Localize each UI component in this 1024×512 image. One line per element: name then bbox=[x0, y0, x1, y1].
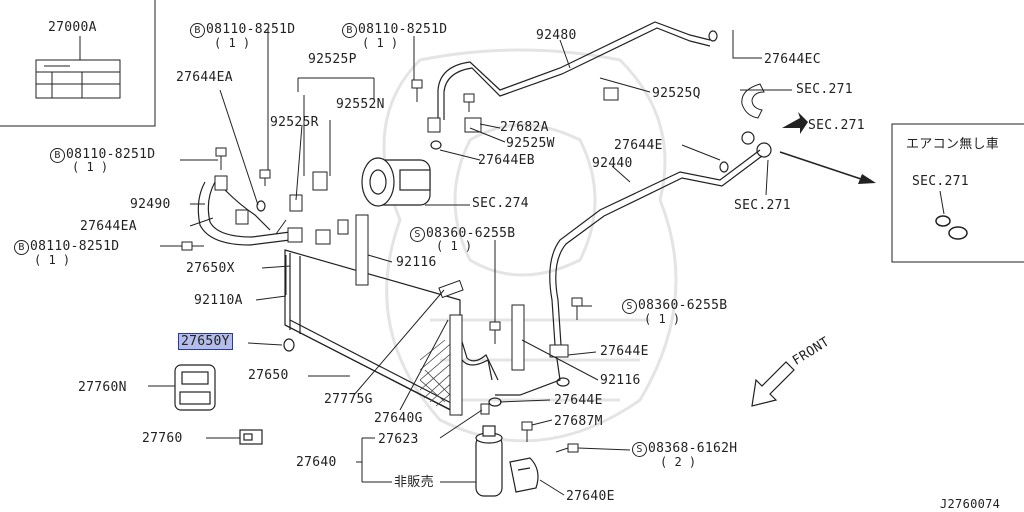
part-label-92440: 92440 bbox=[592, 156, 633, 171]
diagram-id: J2760074 bbox=[940, 497, 1001, 511]
bolt-icons bbox=[181, 79, 583, 453]
part-label-27644ec: 27644EC bbox=[764, 52, 821, 67]
part-label-27644ea: 27644EA bbox=[80, 219, 137, 234]
pipe-92440 bbox=[549, 149, 763, 346]
seal-92116-top bbox=[355, 214, 369, 286]
part-label-27644ea: 27644EA bbox=[176, 70, 233, 85]
pipe-92480 bbox=[437, 21, 711, 120]
sec-label-271: SEC.271 bbox=[808, 118, 865, 133]
part-label-27000a: 27000A bbox=[48, 20, 97, 35]
seal-92116 bbox=[511, 304, 525, 371]
part-label-92552n: 92552N bbox=[336, 97, 385, 112]
compressor bbox=[361, 157, 431, 207]
inset-frame-right bbox=[891, 123, 1024, 263]
dryer-27640 bbox=[475, 425, 503, 497]
part-label-92116: 92116 bbox=[396, 255, 437, 270]
part-label-92525w: 92525W bbox=[506, 136, 555, 151]
part-label-27644e: 27644E bbox=[614, 138, 663, 153]
qty-label: ( 1 ) bbox=[436, 239, 473, 253]
part-label-27760: 27760 bbox=[142, 431, 183, 446]
inset-frame-left bbox=[0, 0, 156, 127]
inset-title: エアコン無し車 bbox=[906, 137, 1000, 152]
part-label-27623: 27623 bbox=[378, 432, 419, 447]
part-label-27640g: 27640G bbox=[374, 411, 423, 426]
condenser bbox=[284, 249, 461, 416]
part-label-27644e: 27644E bbox=[554, 393, 603, 408]
qty-label: ( 2 ) bbox=[660, 455, 697, 469]
part-label-92116: 92116 bbox=[600, 373, 641, 388]
sec-label-274: SEC.274 bbox=[472, 196, 529, 211]
sec-label-271: SEC.271 bbox=[912, 174, 969, 189]
sec-label-271: SEC.271 bbox=[796, 82, 853, 97]
part-label-27760n: 27760N bbox=[78, 380, 127, 395]
part-label-92480: 92480 bbox=[536, 28, 577, 43]
part-label-27644eb: 27644EB bbox=[478, 153, 535, 168]
part-label-hihanbai: 非販売 bbox=[394, 475, 434, 490]
leader-lines bbox=[148, 28, 792, 496]
part-label-27640e: 27640E bbox=[566, 489, 615, 504]
switch-27760n bbox=[174, 364, 216, 411]
o-ring-icon bbox=[935, 215, 968, 240]
pipe-condenser-to-dryer bbox=[454, 334, 561, 396]
part-label-92490: 92490 bbox=[130, 197, 171, 212]
receiver-tank bbox=[449, 314, 463, 416]
part-label-27650x: 27650X bbox=[186, 261, 235, 276]
front-arrow-icon bbox=[751, 361, 795, 407]
part-label-27644e: 27644E bbox=[600, 344, 649, 359]
leader bbox=[939, 190, 945, 215]
part-label-27687m: 27687M bbox=[554, 414, 603, 429]
qty-label: ( 1 ) bbox=[644, 312, 681, 326]
bracket-27640e bbox=[509, 457, 539, 493]
pipe-92490 bbox=[197, 181, 291, 246]
qty-label: ( 1 ) bbox=[72, 160, 109, 174]
part-label-27682a: 27682A bbox=[500, 120, 549, 135]
part-label-92525p: 92525P bbox=[308, 52, 357, 67]
part-label-27775g: 27775G bbox=[324, 392, 373, 407]
qty-label: ( 1 ) bbox=[362, 36, 399, 50]
label-sticker-icon bbox=[35, 59, 121, 99]
seal-bracket bbox=[741, 83, 765, 119]
qty-label: ( 1 ) bbox=[214, 36, 251, 50]
qty-label: ( 1 ) bbox=[34, 253, 71, 267]
part-label-92525q: 92525Q bbox=[652, 86, 701, 101]
part-label-27650y: 27650Y bbox=[178, 333, 233, 350]
part-label-27640: 27640 bbox=[296, 455, 337, 470]
arrow-icon bbox=[779, 112, 876, 184]
part-label-92110a: 92110A bbox=[194, 293, 243, 308]
part-label-92525r: 92525R bbox=[270, 115, 319, 130]
part-label-27650: 27650 bbox=[248, 368, 289, 383]
bracket-27775g bbox=[438, 279, 464, 299]
connector-27760 bbox=[239, 429, 263, 445]
sec-label-271: SEC.271 bbox=[734, 198, 791, 213]
clamps bbox=[214, 87, 619, 358]
